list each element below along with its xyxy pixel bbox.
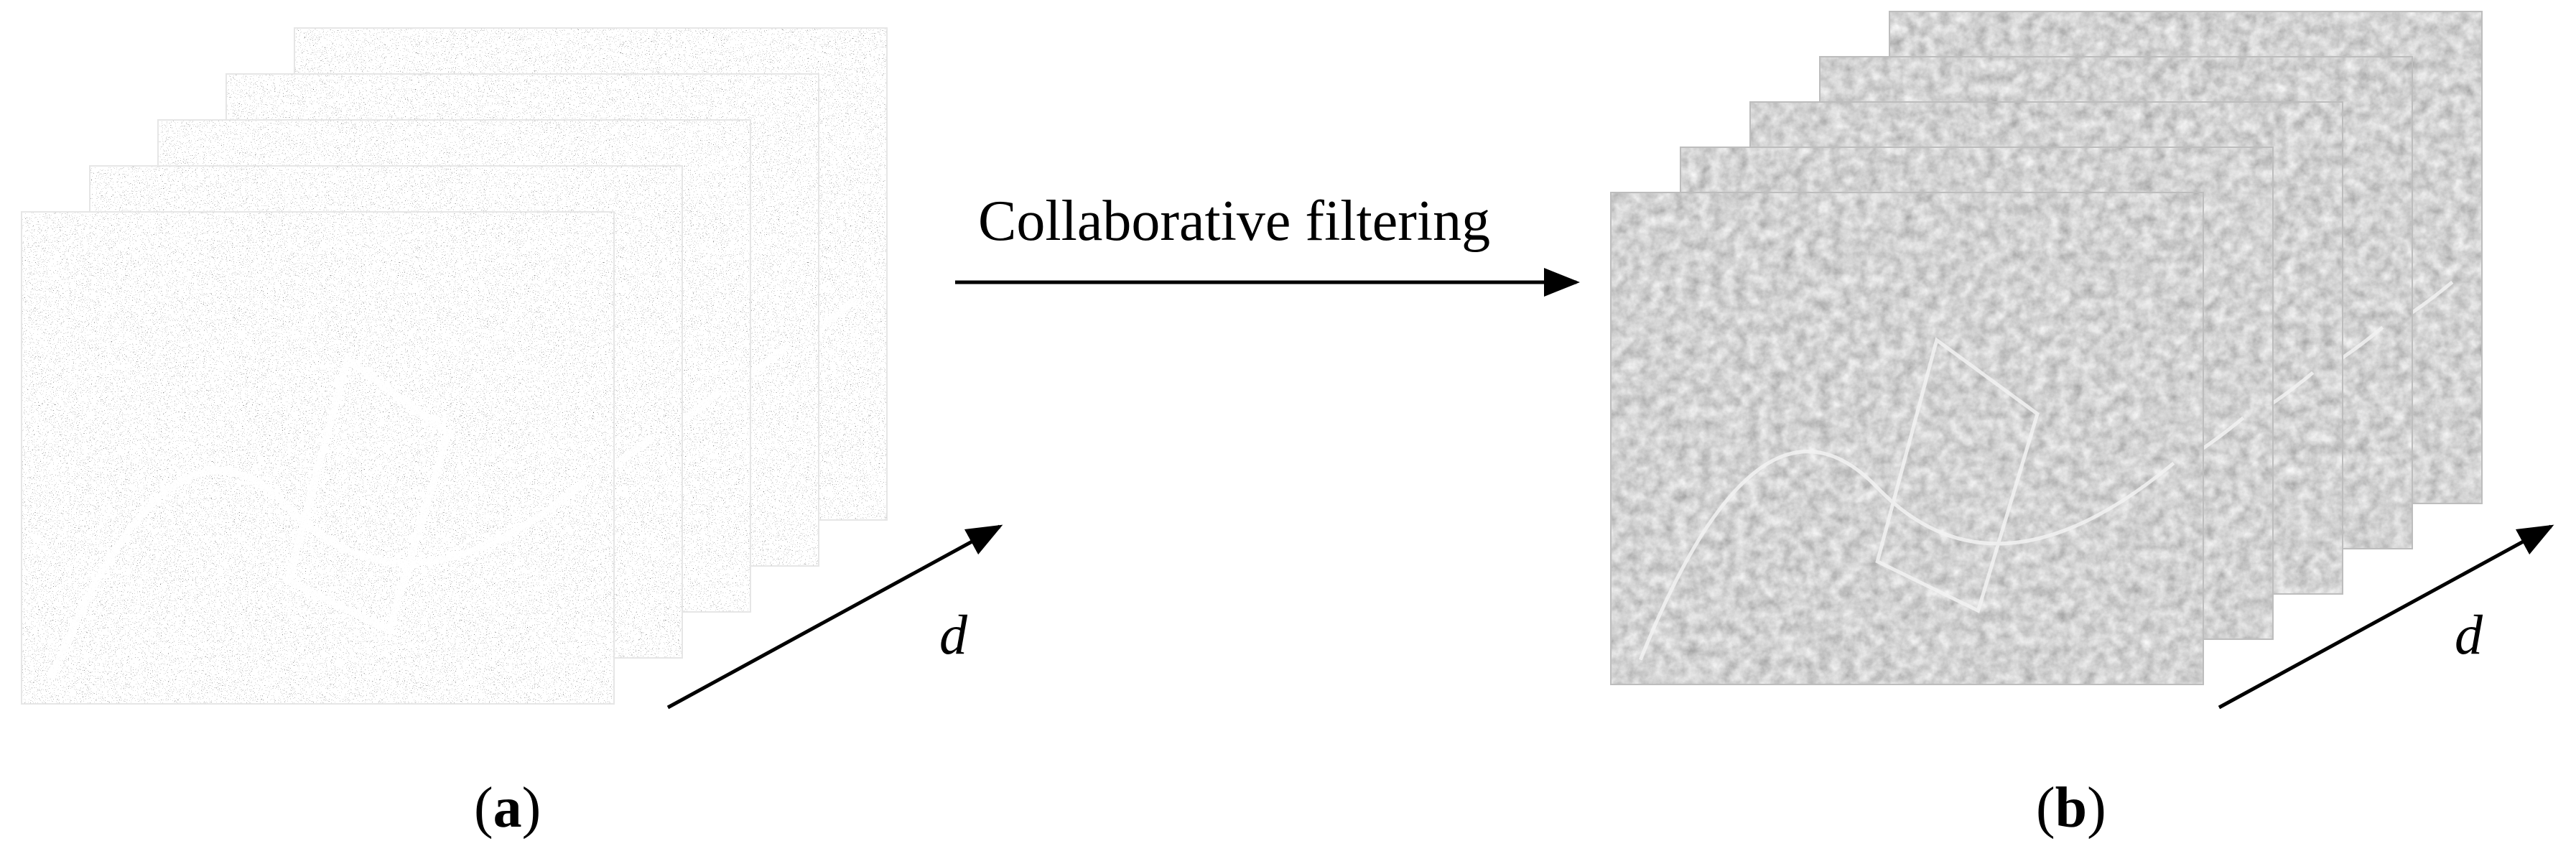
depth-label-b: d (2455, 603, 2483, 666)
noisy-frame (21, 211, 615, 705)
caption-b: (b) (2036, 779, 2106, 837)
noisy-stack (21, 27, 888, 705)
depth-label-a: d (939, 603, 967, 666)
caption-b-open: ( (2036, 776, 2055, 840)
caption-a-close: ) (521, 776, 541, 840)
filtered-frame (1610, 192, 2204, 685)
depth-arrow-a (666, 524, 1003, 710)
caption-b-letter: b (2055, 776, 2088, 840)
caption-a: (a) (474, 779, 541, 837)
process-label: Collaborative filtering (978, 190, 1491, 253)
depth-arrow-b (2218, 524, 2554, 710)
filtered-stack (1610, 11, 2483, 685)
caption-a-letter: a (493, 776, 522, 840)
caption-b-close: ) (2087, 776, 2106, 840)
caption-a-open: ( (474, 776, 493, 840)
